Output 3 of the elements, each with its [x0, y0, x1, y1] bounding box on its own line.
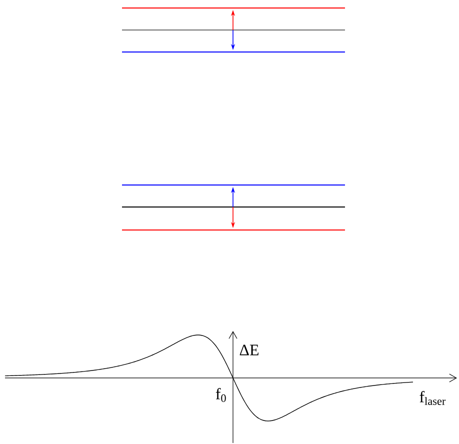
axis-label: f$_{0}$ — [216, 388, 226, 402]
axis-label: f$_{laser}$ — [420, 391, 446, 405]
axis-label: ΔE — [240, 344, 258, 356]
